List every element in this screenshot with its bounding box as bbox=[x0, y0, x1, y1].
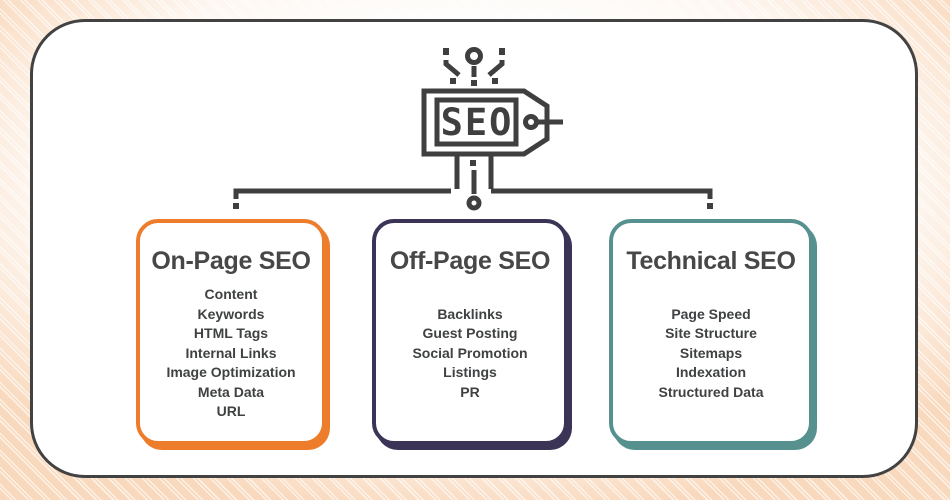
box-item: Backlinks bbox=[437, 305, 503, 322]
seo-tag-icon: SEO bbox=[421, 88, 563, 157]
box-item: Structured Data bbox=[658, 383, 764, 400]
box-item: Keywords bbox=[197, 305, 265, 322]
connector-lines bbox=[233, 156, 713, 211]
box-item: Internal Links bbox=[185, 344, 277, 361]
box-title: Technical SEO bbox=[626, 247, 796, 275]
box-item: PR bbox=[460, 383, 480, 400]
box-item: Content bbox=[204, 286, 258, 303]
box-item: URL bbox=[216, 403, 246, 420]
seo-tag-label: SEO bbox=[441, 101, 514, 144]
box-item: Site Structure bbox=[665, 325, 757, 342]
box-item: Meta Data bbox=[197, 383, 265, 400]
box-item: Listings bbox=[443, 364, 497, 381]
box-item: HTML Tags bbox=[193, 325, 269, 342]
box-item: Page Speed bbox=[671, 305, 751, 322]
box-item: Social Promotion bbox=[412, 344, 528, 361]
circuit-traces-icon bbox=[443, 47, 505, 86]
box-item: Guest Posting bbox=[422, 325, 518, 342]
box-item: Sitemaps bbox=[679, 344, 743, 361]
box-title: Off-Page SEO bbox=[389, 247, 551, 275]
box-item: Indexation bbox=[675, 364, 746, 381]
box-item: Image Optimization bbox=[166, 364, 296, 381]
box-title: On-Page SEO bbox=[151, 247, 311, 275]
